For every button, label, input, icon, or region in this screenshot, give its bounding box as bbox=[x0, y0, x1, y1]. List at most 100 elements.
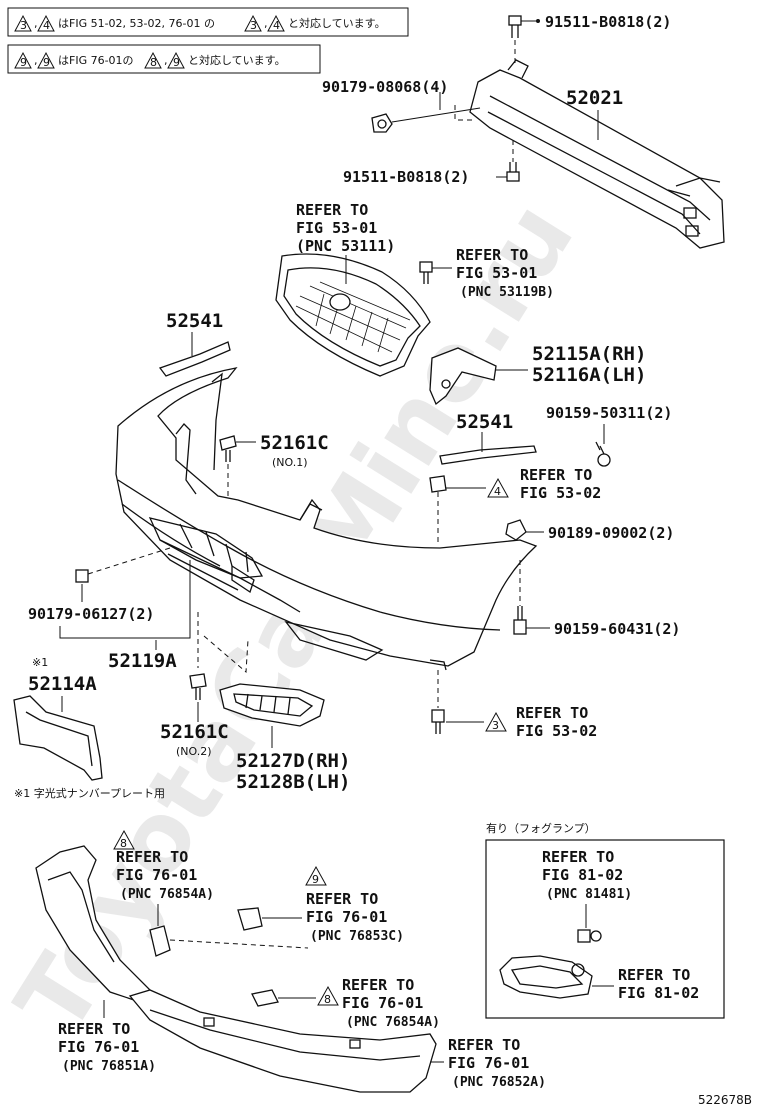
ref852-line2: FIG 76-01 bbox=[448, 1054, 529, 1072]
svg-text:REFER TO: REFER TO bbox=[296, 201, 368, 219]
molding-strip-left bbox=[158, 341, 231, 377]
bolt-icon bbox=[508, 15, 522, 38]
ref3-triangle: 3 bbox=[492, 719, 499, 732]
side-retainer-bracket bbox=[429, 347, 497, 406]
note1-tri4: 4 bbox=[273, 19, 280, 32]
label-52127D: 52127D(RH) bbox=[236, 750, 350, 772]
ref8a-line3: (PNC 76854A) bbox=[120, 887, 214, 902]
note2-text-b: と対応しています。 bbox=[188, 53, 286, 67]
bracket-icon bbox=[237, 907, 263, 931]
label-91511-bottom: 91511-B0818(2) bbox=[343, 168, 469, 186]
svg-text:FIG 53-01: FIG 53-01 bbox=[456, 264, 537, 282]
svg-text:,: , bbox=[34, 17, 38, 30]
label-52541-b: 52541 bbox=[456, 411, 513, 433]
svg-text:(PNC 53119B): (PNC 53119B) bbox=[460, 285, 554, 300]
note1-tri2: 4 bbox=[43, 19, 50, 32]
label-90189-09002: 90189-09002(2) bbox=[548, 524, 674, 542]
note-box-1: 3 , 4 はFIG 51-02, 53-02, 76-01 の 3 , 4 と… bbox=[7, 7, 409, 37]
note2-text-a: はFIG 76-01の bbox=[58, 54, 134, 67]
screw-icon bbox=[431, 709, 445, 734]
fog-lamp bbox=[499, 955, 593, 999]
svg-text:,: , bbox=[164, 54, 168, 67]
fog-lamp-cover bbox=[219, 683, 325, 727]
ref851-line2: FIG 76-01 bbox=[58, 1038, 139, 1056]
label-52128B: 52128B(LH) bbox=[236, 771, 350, 793]
label-52115A: 52115A(RH) bbox=[532, 343, 646, 365]
license-plate-bracket bbox=[13, 695, 103, 781]
lower-spoiler-center bbox=[128, 989, 437, 1093]
label-no1: (NO.1) bbox=[272, 456, 308, 469]
label-52161C-a: 52161C bbox=[260, 432, 329, 454]
lower-spoiler-left bbox=[35, 845, 151, 1003]
radiator-grille bbox=[275, 253, 431, 377]
clip-icon bbox=[419, 261, 433, 284]
note1-tri1: 3 bbox=[20, 19, 27, 32]
ref8b-line1: REFER TO bbox=[342, 976, 414, 994]
ref3-line2: FIG 53-02 bbox=[516, 722, 597, 740]
screw-icon bbox=[595, 441, 611, 467]
nut-icon bbox=[505, 519, 527, 541]
note1-text-a: はFIG 51-02, 53-02, 76-01 の bbox=[58, 17, 215, 30]
note-box-2: 9 , 9 はFIG 76-01の 8 , 9 と対応しています。 bbox=[7, 44, 321, 74]
fog-bulb-ref-line2: FIG 81-02 bbox=[542, 866, 623, 884]
ref852-line1: REFER TO bbox=[448, 1036, 520, 1054]
ref8a-line2: FIG 76-01 bbox=[116, 866, 197, 884]
note1-tri3: 3 bbox=[250, 19, 257, 32]
label-52541-a: 52541 bbox=[166, 310, 223, 332]
label-90179-08068: 90179-08068(4) bbox=[322, 78, 448, 96]
ref851-line1: REFER TO bbox=[58, 1020, 130, 1038]
fog-bulb-ref-line1: REFER TO bbox=[542, 848, 614, 866]
ref9-line1: REFER TO bbox=[306, 890, 378, 908]
label-91511-top: 91511-B0818(2) bbox=[545, 13, 671, 31]
ref8a-line1: REFER TO bbox=[116, 848, 188, 866]
front-bumper-cover bbox=[115, 367, 538, 671]
clip-reference: REFER TO FIG 53-01 (PNC 53119B) bbox=[456, 246, 554, 300]
label-90159-50311: 90159-50311(2) bbox=[546, 404, 672, 422]
fog-box-header: 有り（フォグランプ） bbox=[486, 821, 596, 835]
ref4-triangle: 4 bbox=[494, 485, 501, 498]
clip-icon bbox=[219, 435, 237, 462]
fog-lamp-ref-line2: FIG 81-02 bbox=[618, 984, 699, 1002]
ref852-line3: (PNC 76852A) bbox=[452, 1075, 546, 1090]
svg-text:,: , bbox=[264, 17, 268, 30]
bumper-reinforcement bbox=[469, 59, 725, 249]
note2-tri1: 9 bbox=[20, 56, 27, 69]
label-90179-06127: 90179-06127(2) bbox=[28, 605, 154, 623]
label-52114A: 52114A bbox=[28, 673, 97, 695]
ref9-line2: FIG 76-01 bbox=[306, 908, 387, 926]
label-52021: 52021 bbox=[566, 87, 623, 109]
ref8b-triangle: 8 bbox=[324, 993, 331, 1006]
fog-bulb-ref-line3: (PNC 81481) bbox=[546, 887, 632, 902]
ref851-line3: (PNC 76851A) bbox=[62, 1059, 156, 1074]
bolt-icon bbox=[506, 162, 520, 182]
clip-icon bbox=[189, 673, 207, 700]
svg-text:FIG 53-01: FIG 53-01 bbox=[296, 219, 377, 237]
note2-tri2: 9 bbox=[43, 56, 50, 69]
mark1: ※1 bbox=[32, 656, 48, 669]
screw-icon bbox=[513, 606, 527, 635]
label-52116A: 52116A(LH) bbox=[532, 364, 646, 386]
bracket-icon bbox=[149, 925, 171, 957]
label-52161C-b: 52161C bbox=[160, 721, 229, 743]
label-90159-60431: 90159-60431(2) bbox=[554, 620, 680, 638]
bulb-icon bbox=[577, 929, 602, 943]
fog-lamp-ref-line1: REFER TO bbox=[618, 966, 690, 984]
ref8b-line2: FIG 76-01 bbox=[342, 994, 423, 1012]
ref8a-triangle: 8 bbox=[120, 837, 127, 850]
ref8b-line3: (PNC 76854A) bbox=[346, 1015, 440, 1030]
label-52119A: 52119A bbox=[108, 650, 177, 672]
ref9-triangle: 9 bbox=[312, 873, 319, 886]
nut-icon bbox=[75, 569, 89, 583]
nut-icon bbox=[371, 113, 393, 133]
clip-icon bbox=[429, 475, 447, 493]
note2-tri4: 9 bbox=[173, 56, 180, 69]
svg-text:REFER TO: REFER TO bbox=[456, 246, 528, 264]
label-no2: (NO.2) bbox=[176, 745, 212, 758]
bracket-icon bbox=[251, 989, 279, 1007]
ref4-line2: FIG 53-02 bbox=[520, 484, 601, 502]
grille-reference: REFER TO FIG 53-01 (PNC 53111) bbox=[296, 201, 395, 255]
ref9-line3: (PNC 76853C) bbox=[310, 929, 404, 944]
note1-text-b: と対応しています。 bbox=[288, 16, 386, 30]
note2-tri3: 8 bbox=[150, 56, 157, 69]
